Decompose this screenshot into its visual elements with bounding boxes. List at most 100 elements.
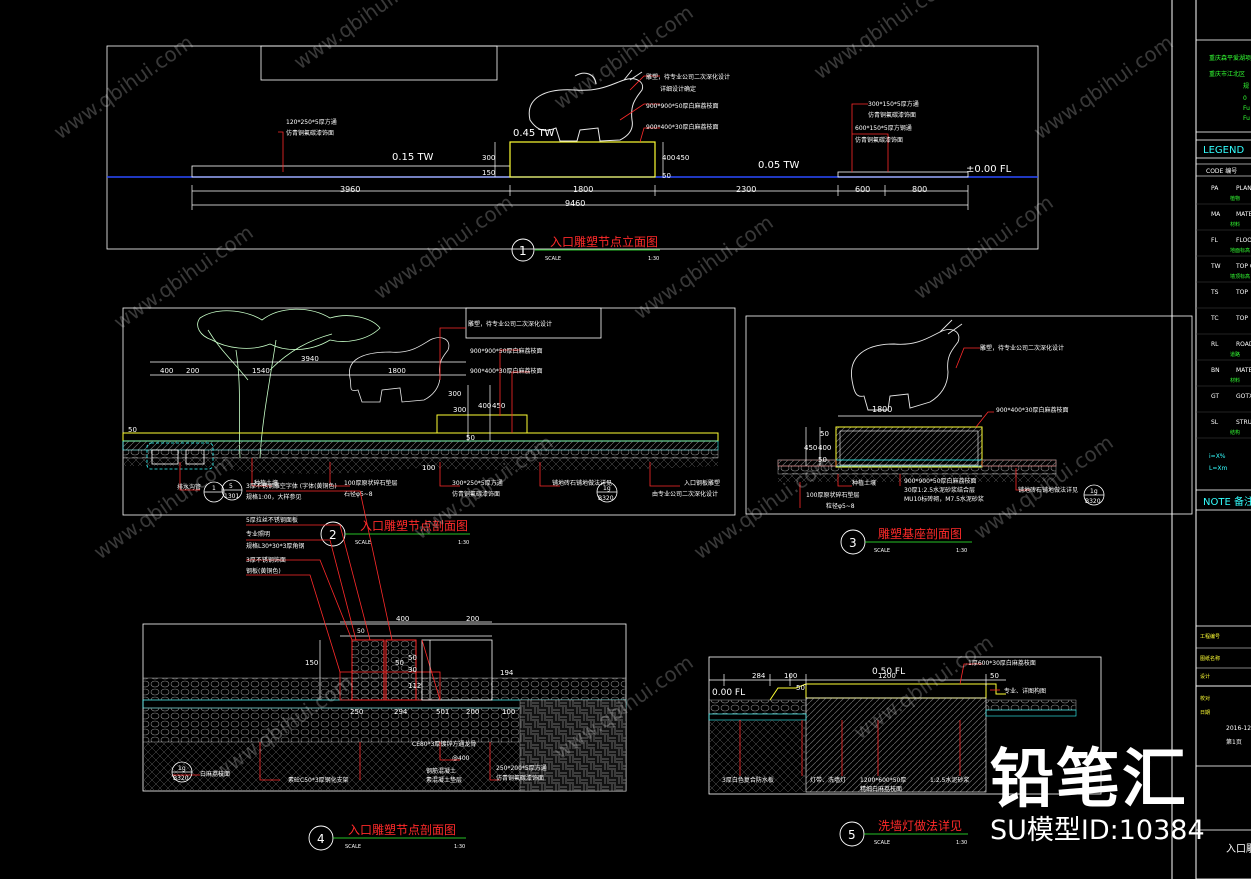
scale-value: 1:30 xyxy=(458,540,469,546)
note-title: NOTE 备注 xyxy=(1203,495,1251,508)
legend-desc-cn: 植物 xyxy=(1230,195,1240,202)
scale-label: SCALE xyxy=(874,840,890,846)
project-line: 规 xyxy=(1243,82,1249,90)
scale-value: 1:30 xyxy=(956,840,967,846)
ref-mark: 1g xyxy=(603,485,611,492)
note: 灯带、洗墙灯 xyxy=(810,776,846,784)
project-line: Fu xyxy=(1243,115,1250,122)
dim-text: 2300 xyxy=(736,185,756,194)
note: 详细设计确定 xyxy=(660,85,696,93)
dim-text: 400 xyxy=(396,615,409,623)
dim-text: 50 xyxy=(466,434,475,442)
note: 900*400*30厚白麻荔枝面 xyxy=(646,123,719,131)
note: 3厚不锈钢雕空字体 (字体(黄铜色) xyxy=(246,482,337,490)
legend-desc-cn: 材料 xyxy=(1230,221,1240,228)
legend-code: TC xyxy=(1210,315,1219,322)
dim-text: 200 xyxy=(186,367,199,375)
note: 精细白麻荔枝面 xyxy=(860,785,902,793)
scale-label: SCALE xyxy=(545,256,561,262)
slope-note: L=Xm xyxy=(1209,465,1227,472)
ref-mark: 1 xyxy=(212,485,216,492)
dim-text: 400 xyxy=(478,402,491,410)
scale-value: 1:30 xyxy=(454,844,465,850)
note: 250*200*5厚方通 xyxy=(496,764,547,772)
legend-desc: ROAD xyxy=(1236,341,1251,348)
note: 白麻荔枝面 xyxy=(200,770,230,778)
dim-total: 9460 xyxy=(565,199,585,208)
note: 仿青铜氟碳漆饰面 xyxy=(855,136,903,144)
dim-text: 100 xyxy=(784,672,797,680)
note: 种植土壤 xyxy=(852,479,876,487)
dim-text: 30 xyxy=(408,666,417,674)
detail-title: 入口雕塑节点剖面图 xyxy=(360,518,468,533)
note: 素砼C50*3厚钢化支架 xyxy=(288,776,349,784)
ref-mark: B320 xyxy=(598,495,614,502)
legend-desc: TOP xyxy=(1235,315,1248,322)
section-marker-icon: 1g B320 xyxy=(1083,484,1105,506)
legend-rows: PAPLANT植物MAMATER材料FLFLOO地面标高TWTOP O墙顶标高T… xyxy=(1196,185,1251,439)
dim-text: 50 xyxy=(128,426,137,434)
watermark-model-id: SU模型ID:10384 xyxy=(990,815,1205,846)
dim-text: 50 xyxy=(820,430,829,438)
legend-desc-cn: 道路 xyxy=(1230,351,1240,358)
note: 600*150*5厚方钢通 xyxy=(855,124,912,132)
project-line: 0 xyxy=(1243,95,1247,102)
detail-number: 5 xyxy=(848,828,856,842)
legend-desc-cn: 材料 xyxy=(1230,377,1240,384)
dim-text: 50 xyxy=(395,659,404,667)
legend-desc: GOTX xyxy=(1236,393,1251,400)
dim-text: 800 xyxy=(912,185,927,194)
dim-text: 50 xyxy=(796,684,805,692)
dim-text: 400 xyxy=(160,367,173,375)
detail-number: 4 xyxy=(317,832,325,846)
detail-5-section: 284 100 50 1200 50 0.00 FL 0.50 FL 1厚600… xyxy=(708,656,1102,847)
dim-text: 112 xyxy=(408,682,421,690)
legend-code: FL xyxy=(1211,237,1218,244)
dim-text: 501 xyxy=(436,708,449,716)
date: 2016-12 xyxy=(1226,725,1251,732)
legend-code: BN xyxy=(1211,367,1220,374)
note: 雕塑，待专业公司二次深化设计 xyxy=(646,73,730,81)
dim-text: 400 xyxy=(662,154,675,162)
dim-text: 3940 xyxy=(301,355,319,363)
dim-text: 1540 xyxy=(252,367,270,375)
dim-text: 200 xyxy=(466,615,479,623)
ref-mark: 1g xyxy=(1090,488,1098,495)
detail-1-elevation: 3960 1800 2300 600 800 9460 150 300 400 … xyxy=(106,45,1039,262)
note: 100厚原状碎石垫层 xyxy=(806,491,859,499)
level-label: ±0.00 FL xyxy=(966,164,1012,175)
ref-mark: 1g xyxy=(178,765,186,772)
dim-text: 50 xyxy=(357,628,365,635)
legend-code: SL xyxy=(1211,419,1219,426)
note: 钢筋混凝土 xyxy=(426,767,456,775)
note: 30厚1:2.5水泥砂浆结合层 xyxy=(904,486,975,494)
tree-icon xyxy=(197,308,381,459)
note: 900*900*50厚白麻荔枝面 xyxy=(904,477,977,485)
note: 种植土壤 xyxy=(254,479,278,487)
legend-code: MA xyxy=(1211,211,1221,218)
detail-2-section: 400 200 1540 3940 1800 300 300 400 450 5… xyxy=(122,307,736,547)
legend-desc-cn: 结构 xyxy=(1230,429,1240,436)
dim-text: 1800 xyxy=(573,185,593,194)
legend-desc: PLANT xyxy=(1236,185,1251,192)
legend-desc-cn: 墙顶标高 xyxy=(1230,273,1250,280)
dim-text: 600 xyxy=(855,185,870,194)
legend-code: TS xyxy=(1210,289,1219,296)
level-label: 0.15 TW xyxy=(392,152,434,163)
note: 铺地砖石铺地做法详见 xyxy=(552,479,612,487)
scale-label: SCALE xyxy=(355,540,371,546)
scale-label: SCALE xyxy=(874,548,890,554)
note: 900*400*30厚白麻荔枝面 xyxy=(470,367,543,375)
ref-mark: 5 xyxy=(229,483,233,490)
dim-text: 300 xyxy=(453,406,466,414)
title-block: 重庆森平爱湖项目 重庆市江北区 规 0 Fu Fu LEGEND CODE 编号… xyxy=(1195,39,1251,879)
dim-text: 284 xyxy=(752,672,766,680)
note: 1200*600*50厚 xyxy=(860,777,906,784)
ref-mark: B320 xyxy=(173,775,189,782)
sheet-title: 入口雕 xyxy=(1226,842,1251,855)
dim-text: 300 xyxy=(448,390,461,398)
note: 3厚白色复合防水板 xyxy=(722,776,774,784)
info-row: 日期 xyxy=(1200,710,1210,716)
legend-desc: TOP O xyxy=(1235,263,1251,270)
note: 规格1:00，大样参见 xyxy=(246,493,301,501)
